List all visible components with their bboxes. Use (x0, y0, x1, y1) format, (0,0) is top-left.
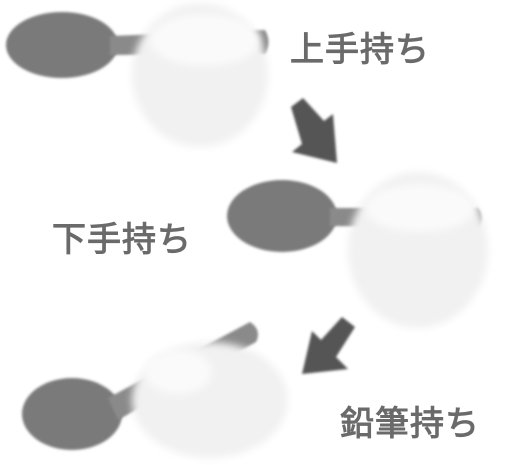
pencil-grip-label: 鉛筆持ち (340, 404, 480, 444)
spoon-bowl (227, 180, 337, 252)
overhand-grip-illustration (6, 3, 269, 147)
arrow-down-right-icon (291, 98, 337, 163)
hand-fingers (144, 350, 212, 394)
hand-fingers (365, 184, 475, 232)
pencil-grip-illustration (22, 322, 288, 458)
underhand-grip-illustration (227, 172, 488, 328)
arrow-down-left-icon (302, 317, 355, 374)
spoon-bowl (22, 378, 122, 450)
underhand-grip-label: 下手持ち (52, 220, 192, 260)
hand-knuckles (150, 14, 260, 66)
spoon-bowl (6, 12, 118, 78)
overhand-grip-label: 上手持ち (290, 30, 430, 70)
